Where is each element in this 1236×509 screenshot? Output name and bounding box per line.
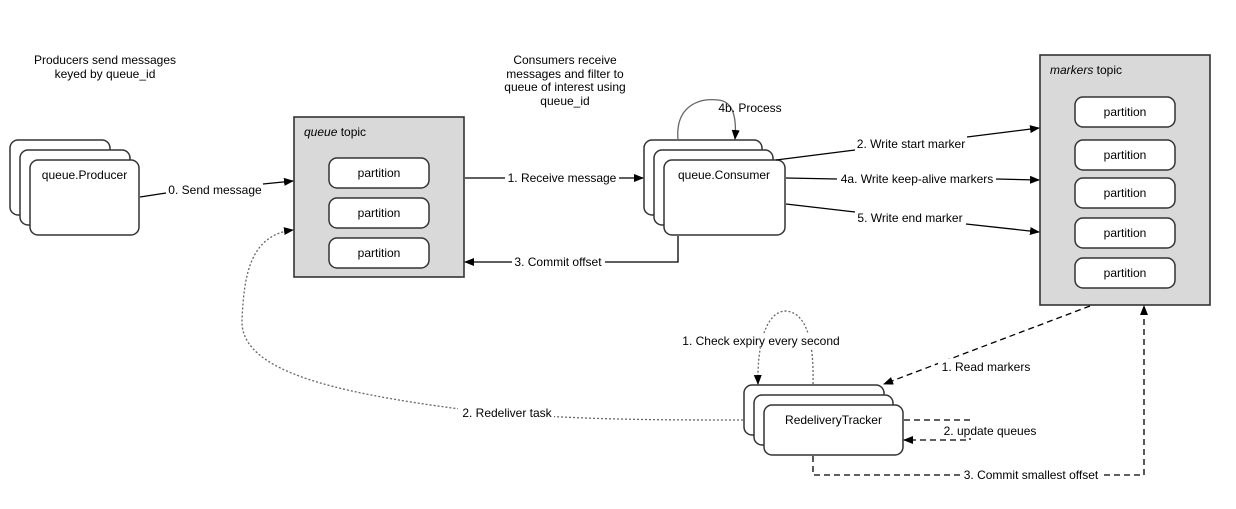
edge-write-keepalive-line bbox=[785, 178, 1039, 180]
markers-partition-4-label: partition bbox=[1104, 226, 1147, 240]
consumers-note-line-1: Consumers receive bbox=[513, 53, 617, 67]
queue-partition-3[interactable]: partition bbox=[328, 237, 430, 269]
producer-node[interactable]: queue.Producer bbox=[9, 139, 140, 236]
edge-update-queues[interactable]: 2. update queues bbox=[903, 419, 1040, 444]
redelivery-tracker-node[interactable]: RedeliveryTracker bbox=[743, 384, 904, 456]
queue-partition-3-label: partition bbox=[358, 246, 401, 260]
queue-partition-1-label: partition bbox=[358, 166, 401, 180]
queue-partition-3-box bbox=[328, 237, 430, 269]
edge-process[interactable]: 4b. Process bbox=[677, 99, 782, 141]
markers-topic-suffix: topic bbox=[1093, 63, 1122, 77]
markers-partition-2[interactable]: partition bbox=[1074, 139, 1176, 171]
queue-topic[interactable]: queue topic partition partition partitio… bbox=[293, 116, 465, 278]
edge-read-markers-label-bg bbox=[938, 359, 1033, 374]
markers-partition-2-label: partition bbox=[1104, 148, 1147, 162]
edge-write-end-marker-label: 5. Write end marker bbox=[857, 211, 962, 225]
edge-commit-offset[interactable]: 3. Commit offset bbox=[465, 236, 679, 269]
producer-label: queue.Producer bbox=[42, 168, 127, 182]
edge-send-message[interactable]: 0. Send message bbox=[139, 181, 293, 198]
edge-send-message-line bbox=[139, 181, 293, 198]
edge-send-message-label: 0. Send message bbox=[168, 183, 262, 197]
markers-topic-name: markers bbox=[1050, 63, 1093, 77]
tracker-stack-front bbox=[763, 404, 904, 456]
edge-update-queues-label-bg bbox=[940, 423, 1040, 438]
edge-write-start-marker-label: 2. Write start marker bbox=[857, 137, 965, 151]
edge-read-markers-line bbox=[883, 305, 1091, 385]
consumers-note-line-2: messages and filter to bbox=[506, 67, 624, 81]
edge-write-start-marker[interactable]: 2. Write start marker bbox=[775, 128, 1039, 161]
markers-partition-5-label: partition bbox=[1104, 266, 1147, 280]
edge-redeliver-task-label: 2. Redeliver task bbox=[462, 406, 552, 420]
edge-commit-offset-label: 3. Commit offset bbox=[514, 255, 602, 269]
consumers-note-line-3: queue of interest using bbox=[504, 80, 625, 94]
edge-process-curve bbox=[677, 99, 740, 141]
edge-write-end-marker[interactable]: 5. Write end marker bbox=[785, 203, 1039, 232]
queue-partition-1-box bbox=[328, 157, 430, 189]
queue-partition-2-label: partition bbox=[358, 206, 401, 220]
queue-partition-1[interactable]: partition bbox=[328, 157, 430, 189]
consumers-note: Consumers receive messages and filter to… bbox=[504, 53, 625, 108]
markers-partition-4-box bbox=[1074, 217, 1176, 249]
consumer-stack-front bbox=[663, 159, 786, 236]
consumers-note-line-4: queue_id bbox=[540, 94, 589, 108]
edge-read-markers-label: 1. Read markers bbox=[942, 360, 1031, 374]
edge-write-keepalive-label: 4a. Write keep-alive markers bbox=[841, 172, 994, 186]
edge-check-expiry[interactable]: 1. Check expiry every second bbox=[680, 310, 843, 385]
markers-partition-1-label: partition bbox=[1104, 105, 1147, 119]
queue-partition-2-box bbox=[328, 197, 430, 229]
edge-redeliver-task[interactable]: 2. Redeliver task bbox=[241, 227, 744, 421]
edge-write-keepalive[interactable]: 4a. Write keep-alive markers bbox=[785, 172, 1039, 186]
edge-check-expiry-label: 1. Check expiry every second bbox=[682, 334, 839, 348]
markers-partition-1-box bbox=[1074, 96, 1176, 128]
edge-process-label: 4b. Process bbox=[718, 101, 781, 115]
tracker-label: RedeliveryTracker bbox=[785, 413, 882, 427]
edge-commit-smallest-offset-label: 3. Commit smallest offset bbox=[964, 468, 1099, 482]
queue-partition-2[interactable]: partition bbox=[328, 197, 430, 229]
queue-topic-suffix: topic bbox=[337, 125, 366, 139]
markers-partition-5[interactable]: partition bbox=[1074, 257, 1176, 289]
edge-redeliver-task-label-bg bbox=[458, 405, 554, 420]
edge-write-end-marker-line bbox=[785, 203, 1039, 232]
markers-partition-2-box bbox=[1074, 139, 1176, 171]
markers-topic-title: markers topic bbox=[1050, 63, 1122, 77]
markers-partition-4[interactable]: partition bbox=[1074, 217, 1176, 249]
edge-update-queues-label: 2. update queues bbox=[944, 424, 1037, 438]
markers-partition-3-box bbox=[1074, 177, 1176, 209]
markers-partition-5-box bbox=[1074, 257, 1176, 289]
edge-commit-offset-line bbox=[465, 236, 679, 262]
edge-read-markers[interactable]: 1. Read markers bbox=[883, 305, 1091, 385]
edge-redeliver-task-curve bbox=[241, 227, 744, 421]
edge-receive-message[interactable]: 1. Receive message bbox=[465, 171, 643, 185]
queue-topic-name: queue bbox=[304, 125, 338, 139]
producer-stack-front bbox=[29, 159, 140, 236]
producers-note-line-1: Producers send messages bbox=[34, 53, 176, 67]
markers-partition-1[interactable]: partition bbox=[1074, 96, 1176, 128]
edge-check-expiry-label-bg bbox=[680, 333, 843, 348]
queue-topic-title: queue topic bbox=[304, 125, 366, 139]
edge-receive-message-label: 1. Receive message bbox=[508, 171, 617, 185]
producers-note-line-2: keyed by queue_id bbox=[55, 67, 156, 81]
edge-write-start-marker-line bbox=[775, 128, 1039, 161]
markers-partition-3-label: partition bbox=[1104, 186, 1147, 200]
edge-commit-smallest-offset-label-bg bbox=[960, 467, 1102, 482]
edge-check-expiry-curve bbox=[753, 310, 814, 385]
markers-topic[interactable]: markers topic partition partition partit… bbox=[1039, 54, 1211, 306]
markers-partition-3[interactable]: partition bbox=[1074, 177, 1176, 209]
consumer-node[interactable]: queue.Consumer bbox=[643, 139, 786, 236]
producers-note: Producers send messages keyed by queue_i… bbox=[34, 53, 176, 81]
edge-commit-smallest-offset[interactable]: 3. Commit smallest offset bbox=[812, 305, 1148, 482]
consumer-label: queue.Consumer bbox=[678, 168, 770, 182]
